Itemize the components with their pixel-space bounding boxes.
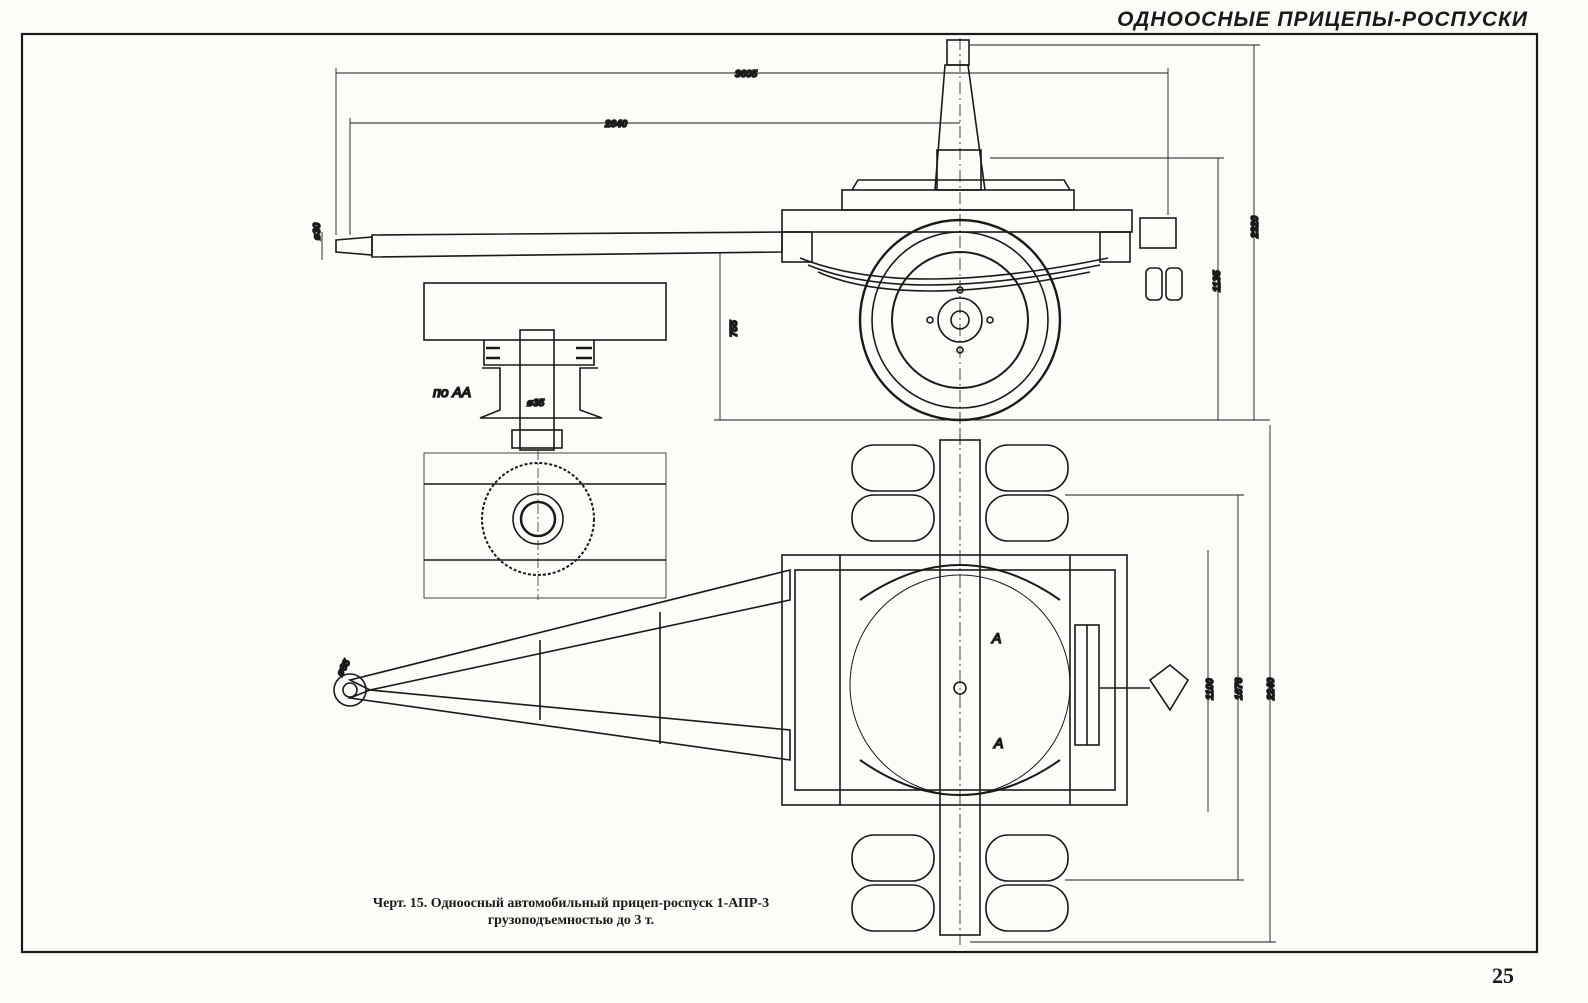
frame-outline [781,554,1128,806]
dim-1676: 1676 [1234,677,1245,700]
spring-hanger-front [781,231,813,263]
figure-caption: Черт. 15. Одноосный автомобильный прицеп… [336,895,806,929]
turntable-ring [481,462,595,576]
page-number: 25 [1492,963,1514,988]
rear-lamp [1145,267,1163,301]
section-beam [423,282,667,341]
spring-hanger-rear [1099,231,1131,263]
wheel-bottom-inner [851,834,935,882]
side-view [335,38,1183,445]
dim-2640: 2640 [604,119,628,130]
drawbar-side [371,231,783,258]
wheel-top-inner [851,494,935,542]
section-detail [423,282,667,600]
post-top [946,39,970,66]
leaf-spring [799,257,1109,280]
dim-bolt-dia: ø35 [527,398,545,409]
side-dimensions [321,44,1270,421]
section-mark-lower: А [993,735,1003,751]
caption-line-1: Черт. 15. Одноосный автомобильный прицеп… [372,896,770,911]
wheel-bottom-outer [851,884,935,932]
top-dimensions [970,425,1276,943]
drawbar-lower-arm [346,689,791,761]
dim-2320: 2320 [1250,215,1261,239]
platform [841,189,1075,211]
dim-3605: 3605 [735,69,758,80]
section-mark-upper: А [991,630,1001,646]
turntable-arc-top [859,564,1061,601]
bearing-housing [479,367,603,419]
page-frame [20,32,1539,954]
dim-2240: 2240 [1266,677,1277,701]
wheel-top-outer [851,444,935,492]
rear-coupling [1139,217,1177,249]
platform-top [851,179,1071,191]
drawbar-tip [335,236,373,256]
bolt-nut [511,429,563,449]
dim-eye-dia: ø65 [335,658,353,679]
dim-755: 755 [729,320,740,337]
bearing-plan-frame [423,452,667,599]
post-bracket [936,149,982,191]
dim-1100: 1100 [1205,678,1216,700]
dim-1135: 1135 [1212,270,1223,292]
tow-eye [333,673,367,707]
rear-hitch [1148,663,1190,712]
page-header: ОДНООСНЫЕ ПРИЦЕПЫ-РОСПУСКИ [1117,8,1528,31]
drawbar-upper-arm [347,568,791,691]
dim-drawbar-dia: ø30 [312,222,323,240]
section-label: по АА [433,384,471,400]
caption-line-2: грузоподъемностью до 3 т. [487,913,655,928]
top-view [333,430,1190,945]
king-pin [953,681,967,695]
king-bolt [519,329,555,451]
